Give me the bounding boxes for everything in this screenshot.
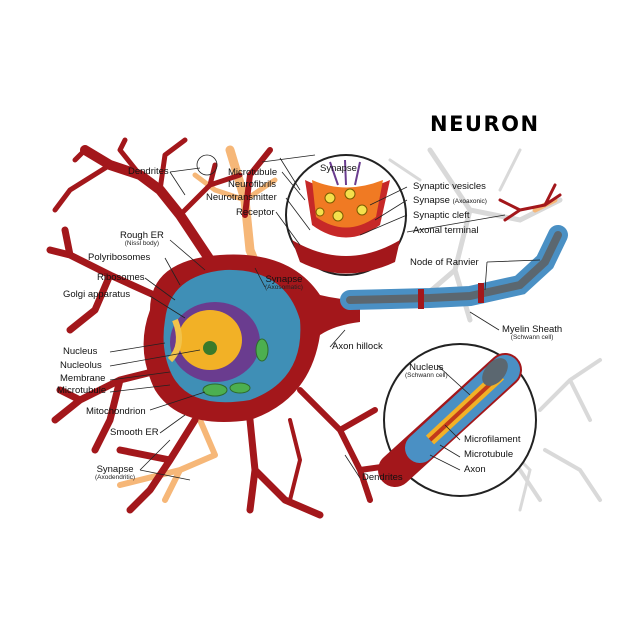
axonal-terminal xyxy=(498,183,562,222)
label-membrane: Membrane xyxy=(60,373,106,384)
label-syn-axoaxonic-text: Synapse xyxy=(413,195,450,206)
label-rough-er-text: Rough ER xyxy=(120,230,164,241)
label-ax-nucleus-sub: (Schwann cell) xyxy=(405,371,448,379)
leader-lines xyxy=(109,154,541,481)
label-syn-receptor: Receptor xyxy=(236,207,275,218)
mitochondria xyxy=(202,338,269,397)
label-node-ranvier: Node of Ranvier xyxy=(410,257,479,268)
label-syn-cleft: Synaptic cleft xyxy=(413,210,470,221)
label-dendrites-bottom: Dendrites xyxy=(362,472,403,483)
label-dendrites-top: Dendrites xyxy=(128,166,169,177)
label-ax-nucleus: Nucleus(Schwann cell) xyxy=(405,363,448,380)
label-microfilament: Microfilament xyxy=(464,434,521,445)
label-syn-axoaxonic-sub: (Axoaxonic) xyxy=(452,198,487,205)
label-syn-title: Synapse xyxy=(320,163,357,174)
label-synapse-axosomatic: Synapse(Axosomatic) xyxy=(265,275,303,292)
label-microtubule: Microtubule xyxy=(57,385,107,396)
label-nucleolus: Nucleolus xyxy=(60,360,102,371)
label-axon: Axon xyxy=(464,464,486,475)
axon xyxy=(340,225,568,310)
dendrites xyxy=(46,137,398,519)
page-title: NEURON xyxy=(430,112,540,136)
label-synapse-axosomatic-sub: (Axosomatic) xyxy=(265,283,303,291)
label-ax-microtubule: Microtubule xyxy=(464,449,514,460)
label-synapse-axosomatic-text: Synapse xyxy=(265,274,303,285)
cell-body xyxy=(143,254,360,422)
synapse-inset xyxy=(285,154,407,276)
label-synapse-axodendritic-text: Synapse xyxy=(96,464,134,475)
label-golgi: Golgi apparatus xyxy=(63,289,131,300)
label-syn-vesicles: Synaptic vesicles xyxy=(413,181,486,192)
label-mitochondrion: Mitochondrion xyxy=(86,406,146,417)
label-nucleus: Nucleus xyxy=(63,346,98,357)
label-myelin: Myelin Sheath(Schwann cell) xyxy=(502,325,562,342)
axon-inset xyxy=(378,343,537,497)
label-syn-neurofibrils: Neurofibrils xyxy=(228,179,277,190)
label-myelin-sub: (Schwann cell) xyxy=(510,333,554,341)
label-syn-neurotransmitter: Neurotransmitter xyxy=(206,192,277,203)
label-myelin-text: Myelin Sheath xyxy=(502,324,563,335)
label-smooth-er: Smooth ER xyxy=(110,427,159,438)
label-syn-microtubule: Microtubule xyxy=(228,167,278,178)
label-axon-hillock: Axon hillock xyxy=(332,341,383,352)
label-synapse-axodendritic-sub: (Axodendritic) xyxy=(95,473,136,481)
label-ribosomes: Ribosomes xyxy=(97,272,145,283)
label-rough-er-sub: (Nissl body) xyxy=(124,239,160,247)
label-rough-er: Rough ER(Nissl body) xyxy=(120,231,164,248)
label-polyribosomes: Polyribosomes xyxy=(88,252,151,263)
label-syn-axoaxonic: Synapse (Axoaxonic) xyxy=(413,196,487,206)
label-axonal-terminal: Axonal terminal xyxy=(413,225,479,236)
label-ax-nucleus-text: Nucleus xyxy=(409,362,444,373)
label-synapse-axodendritic: Synapse(Axodendritic) xyxy=(95,465,135,482)
